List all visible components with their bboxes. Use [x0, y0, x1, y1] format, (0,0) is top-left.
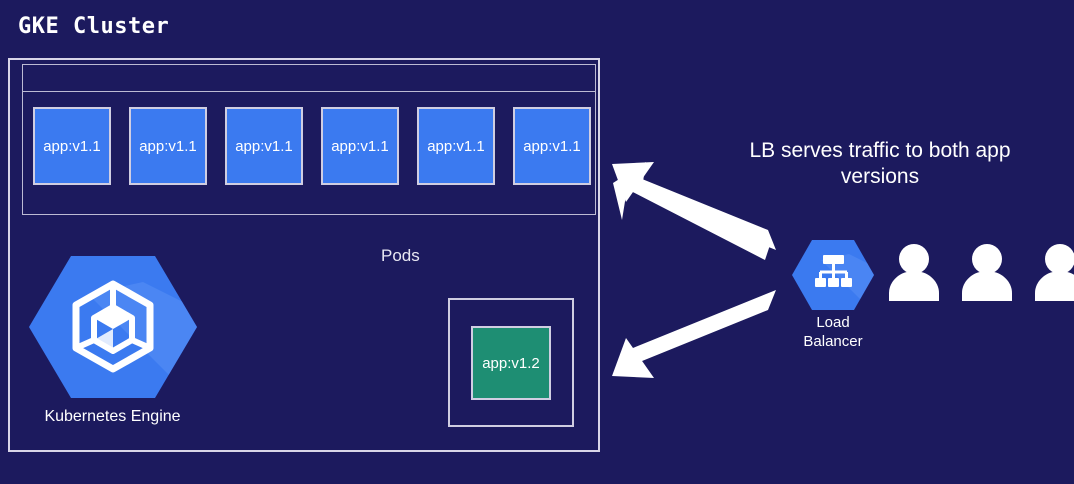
pod-row-v1-1: app:v1.1 app:v1.1 app:v1.1 app:v1.1 app:…: [33, 107, 591, 185]
node-pool-header-strip: [23, 65, 595, 92]
load-balancer-label-line-1: Load: [816, 314, 850, 331]
lb-caption-line-1: LB serves traffic to both app: [749, 139, 1011, 162]
canary-deployment-frame: app:v1.2: [448, 298, 574, 427]
pod-app-v1-1[interactable]: app:v1.1: [225, 107, 303, 185]
lb-traffic-caption: LB serves traffic to both app versions: [700, 138, 1060, 189]
node-pool-frame: app:v1.1 app:v1.1 app:v1.1 app:v1.1 app:…: [22, 64, 596, 215]
load-balancer-group: Load Balancer: [788, 238, 878, 352]
user-person-icon: [888, 243, 940, 301]
pod-app-v1-1[interactable]: app:v1.1: [33, 107, 111, 185]
kubernetes-engine-label: Kubernetes Engine: [44, 408, 181, 425]
pod-app-v1-1[interactable]: app:v1.1: [417, 107, 495, 185]
kubernetes-engine-group: Kubernetes Engine: [25, 252, 200, 426]
page-title: GKE Cluster: [18, 14, 170, 39]
user-person-icon: [961, 243, 1013, 301]
load-balancer-label: Load Balancer: [788, 314, 878, 352]
kubernetes-engine-hexagon-icon: [28, 252, 198, 402]
gke-cluster-frame: app:v1.1 app:v1.1 app:v1.1 app:v1.1 app:…: [8, 58, 600, 452]
lb-caption-line-2: versions: [840, 164, 920, 188]
arrow-up-left-head: [612, 162, 654, 202]
pod-app-v1-2[interactable]: app:v1.2: [471, 326, 551, 400]
pod-app-v1-1[interactable]: app:v1.1: [321, 107, 399, 185]
pod-app-v1-1[interactable]: app:v1.1: [513, 107, 591, 185]
arrow-up-left-shaft: [620, 170, 776, 250]
pods-label: Pods: [381, 246, 420, 265]
arrow-down-left-shaft: [620, 290, 776, 370]
user-group: [888, 243, 1074, 301]
load-balancer-label-line-2: Balancer: [803, 332, 863, 350]
user-person-icon: [1034, 243, 1074, 301]
arrow-down-left-head: [612, 338, 654, 378]
traffic-arrows: [610, 150, 810, 390]
load-balancer-hierarchy-icon: [791, 238, 875, 312]
pod-app-v1-1[interactable]: app:v1.1: [129, 107, 207, 185]
